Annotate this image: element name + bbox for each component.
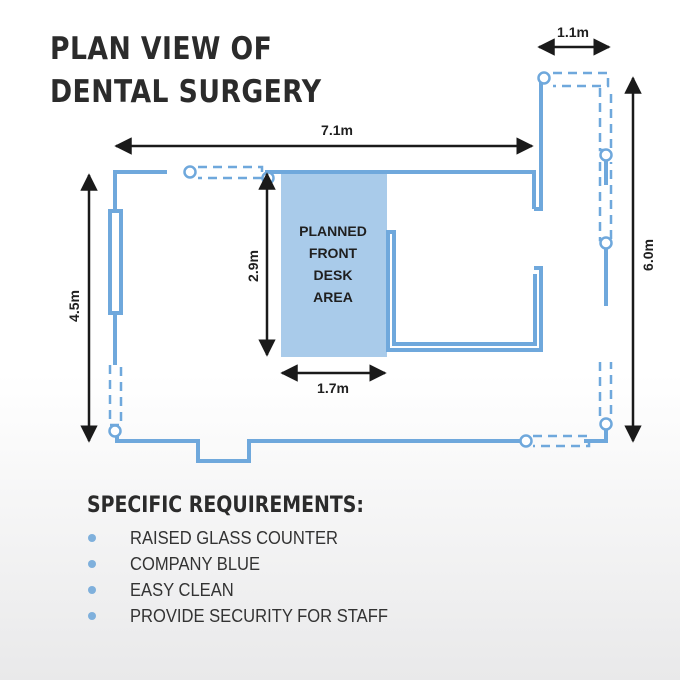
plan-title-line1: PLAN VIEW OF [50,31,273,67]
wall-right-corridor [534,80,543,211]
door-corridor-top [553,71,610,88]
requirements-heading: SPECIFIC REQUIREMENTS: [87,493,364,518]
requirement-text: EASY CLEAN [130,580,234,600]
dim-label-right-height: 6.0m [640,239,656,271]
wall-bottom-right [584,426,608,443]
door-right-lower [598,362,613,422]
hinge-corridor-top [537,71,551,85]
wall-bottom [115,433,521,463]
wall-upper-left [113,170,167,211]
desk-label-line4: AREA [313,289,353,305]
window-left [108,209,123,315]
dim-label-left-height: 4.5m [66,290,82,322]
front-desk-area [281,172,387,357]
plan-title-line2: DENTAL SURGERY [50,74,322,110]
dim-label-desk-depth: 2.9m [245,250,261,282]
hinge-right-mid [599,236,613,250]
door-right-upper [598,88,613,152]
hinge-right-bottom [599,417,613,431]
desk-label-line3: DESK [314,267,353,283]
desk-label-line1: PLANNED [299,223,367,239]
wall-top [265,170,536,209]
hinge-top-left [183,165,197,179]
plan-title: PLAN VIEW OF DENTAL SURGERY [50,28,322,114]
bullet-icon [88,534,96,542]
door-top [198,165,264,180]
hinge-right-upper [599,148,613,162]
desk-label-line2: FRONT [309,245,358,261]
requirement-text: RAISED GLASS COUNTER [130,528,338,548]
dim-label-desk-width: 1.7m [317,380,349,396]
requirement-text: PROVIDE SECURITY FOR STAFF [130,606,388,626]
hinge-left [108,424,122,438]
hinge-bottom-right [519,434,533,448]
requirement-text: COMPANY BLUE [130,554,261,574]
bullet-icon [88,586,96,594]
bullet-icon [88,612,96,620]
bullet-icon [88,560,96,568]
door-left [108,365,123,427]
dim-label-width: 7.1m [321,122,353,138]
wall-right-corridor-lower [386,230,543,352]
door-bottom-right [533,434,591,448]
dim-label-corridor: 1.1m [557,24,589,40]
